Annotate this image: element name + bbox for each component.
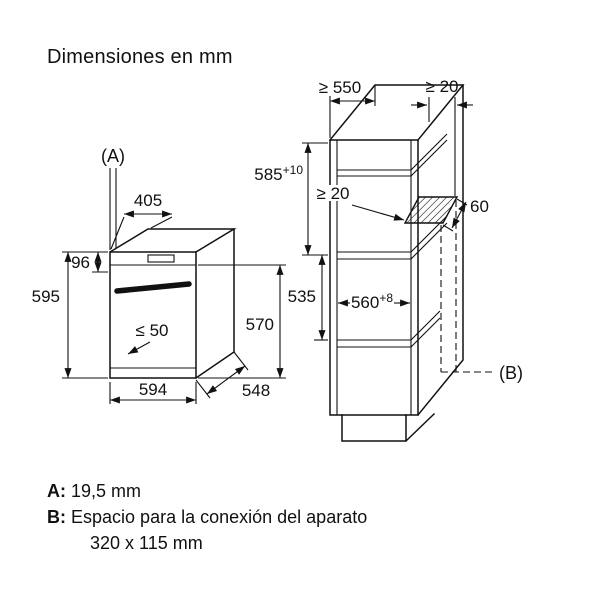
dim-oven-width-label: 594: [139, 380, 167, 399]
vent-cutout: [403, 196, 459, 224]
dim-panel-height: 96: [62, 251, 108, 273]
dim-door-gap: ≤ 50: [127, 321, 169, 355]
label-a: (A): [101, 146, 125, 166]
dim-oven-depth: 548: [195, 351, 270, 400]
dim-panel-height-label: 96: [71, 253, 90, 272]
dim-vent-depth-label: 60: [470, 197, 489, 216]
oven-display: [147, 254, 175, 263]
dim-niche-width-label: 560+8: [351, 291, 393, 312]
dim-oven-height-label: 595: [32, 287, 60, 306]
dim-shelf-gap: ≥ 20: [311, 184, 405, 221]
note-b-value: Espacio para la conexión del aparato: [71, 507, 368, 527]
note-a: A: 19,5 mm: [47, 478, 367, 504]
dim-lower-height: 535: [288, 255, 328, 341]
dim-niche-height: 585+10: [254, 142, 328, 256]
detail-a-lines: (A): [101, 146, 125, 250]
dim-oven-width: 594: [109, 380, 197, 404]
note-b-label: B:: [47, 507, 66, 527]
note-b-value2: 320 x 115 mm: [90, 533, 203, 553]
footnotes: A: 19,5 mm B: Espacio para la conexión d…: [47, 478, 367, 556]
connection-space-dashes: [440, 200, 494, 373]
dim-lower-height-label: 535: [288, 287, 316, 306]
dim-niche-height-label: 585+10: [254, 163, 303, 184]
dim-oven-body-height-label: 570: [246, 315, 274, 334]
dim-cabinet-depth-label: ≥ 550: [319, 78, 361, 97]
dim-shelf-gap-label: ≥ 20: [317, 184, 350, 203]
dim-vent-depth: 60: [442, 197, 489, 232]
dim-door-gap-label: ≤ 50: [136, 321, 169, 340]
oven-handle: [114, 281, 192, 294]
oven-outline: [108, 228, 237, 380]
page-title: Dimensiones en mm: [47, 46, 233, 68]
dim-oven-height: 595: [32, 252, 108, 379]
dim-wall-gap-top: ≥ 20: [411, 77, 473, 109]
dim-cabinet-depth: ≥ 550: [319, 78, 376, 138]
dim-wall-gap-top-label: ≥ 20: [426, 77, 459, 96]
dim-oven-depth-label: 548: [242, 381, 270, 400]
note-a-value: 19,5 mm: [71, 481, 142, 501]
note-b: B: Espacio para la conexión del aparato: [47, 504, 367, 530]
cabinet-outline: [328, 84, 465, 443]
dim-oven-top-depth: 405: [110, 191, 173, 250]
note-a-label: A:: [47, 481, 66, 501]
dim-oven-body-height: 570: [198, 264, 286, 379]
label-b: (B): [499, 363, 523, 383]
dim-oven-top-depth-label: 405: [134, 191, 162, 210]
dim-niche-width: 560+8: [338, 291, 410, 312]
